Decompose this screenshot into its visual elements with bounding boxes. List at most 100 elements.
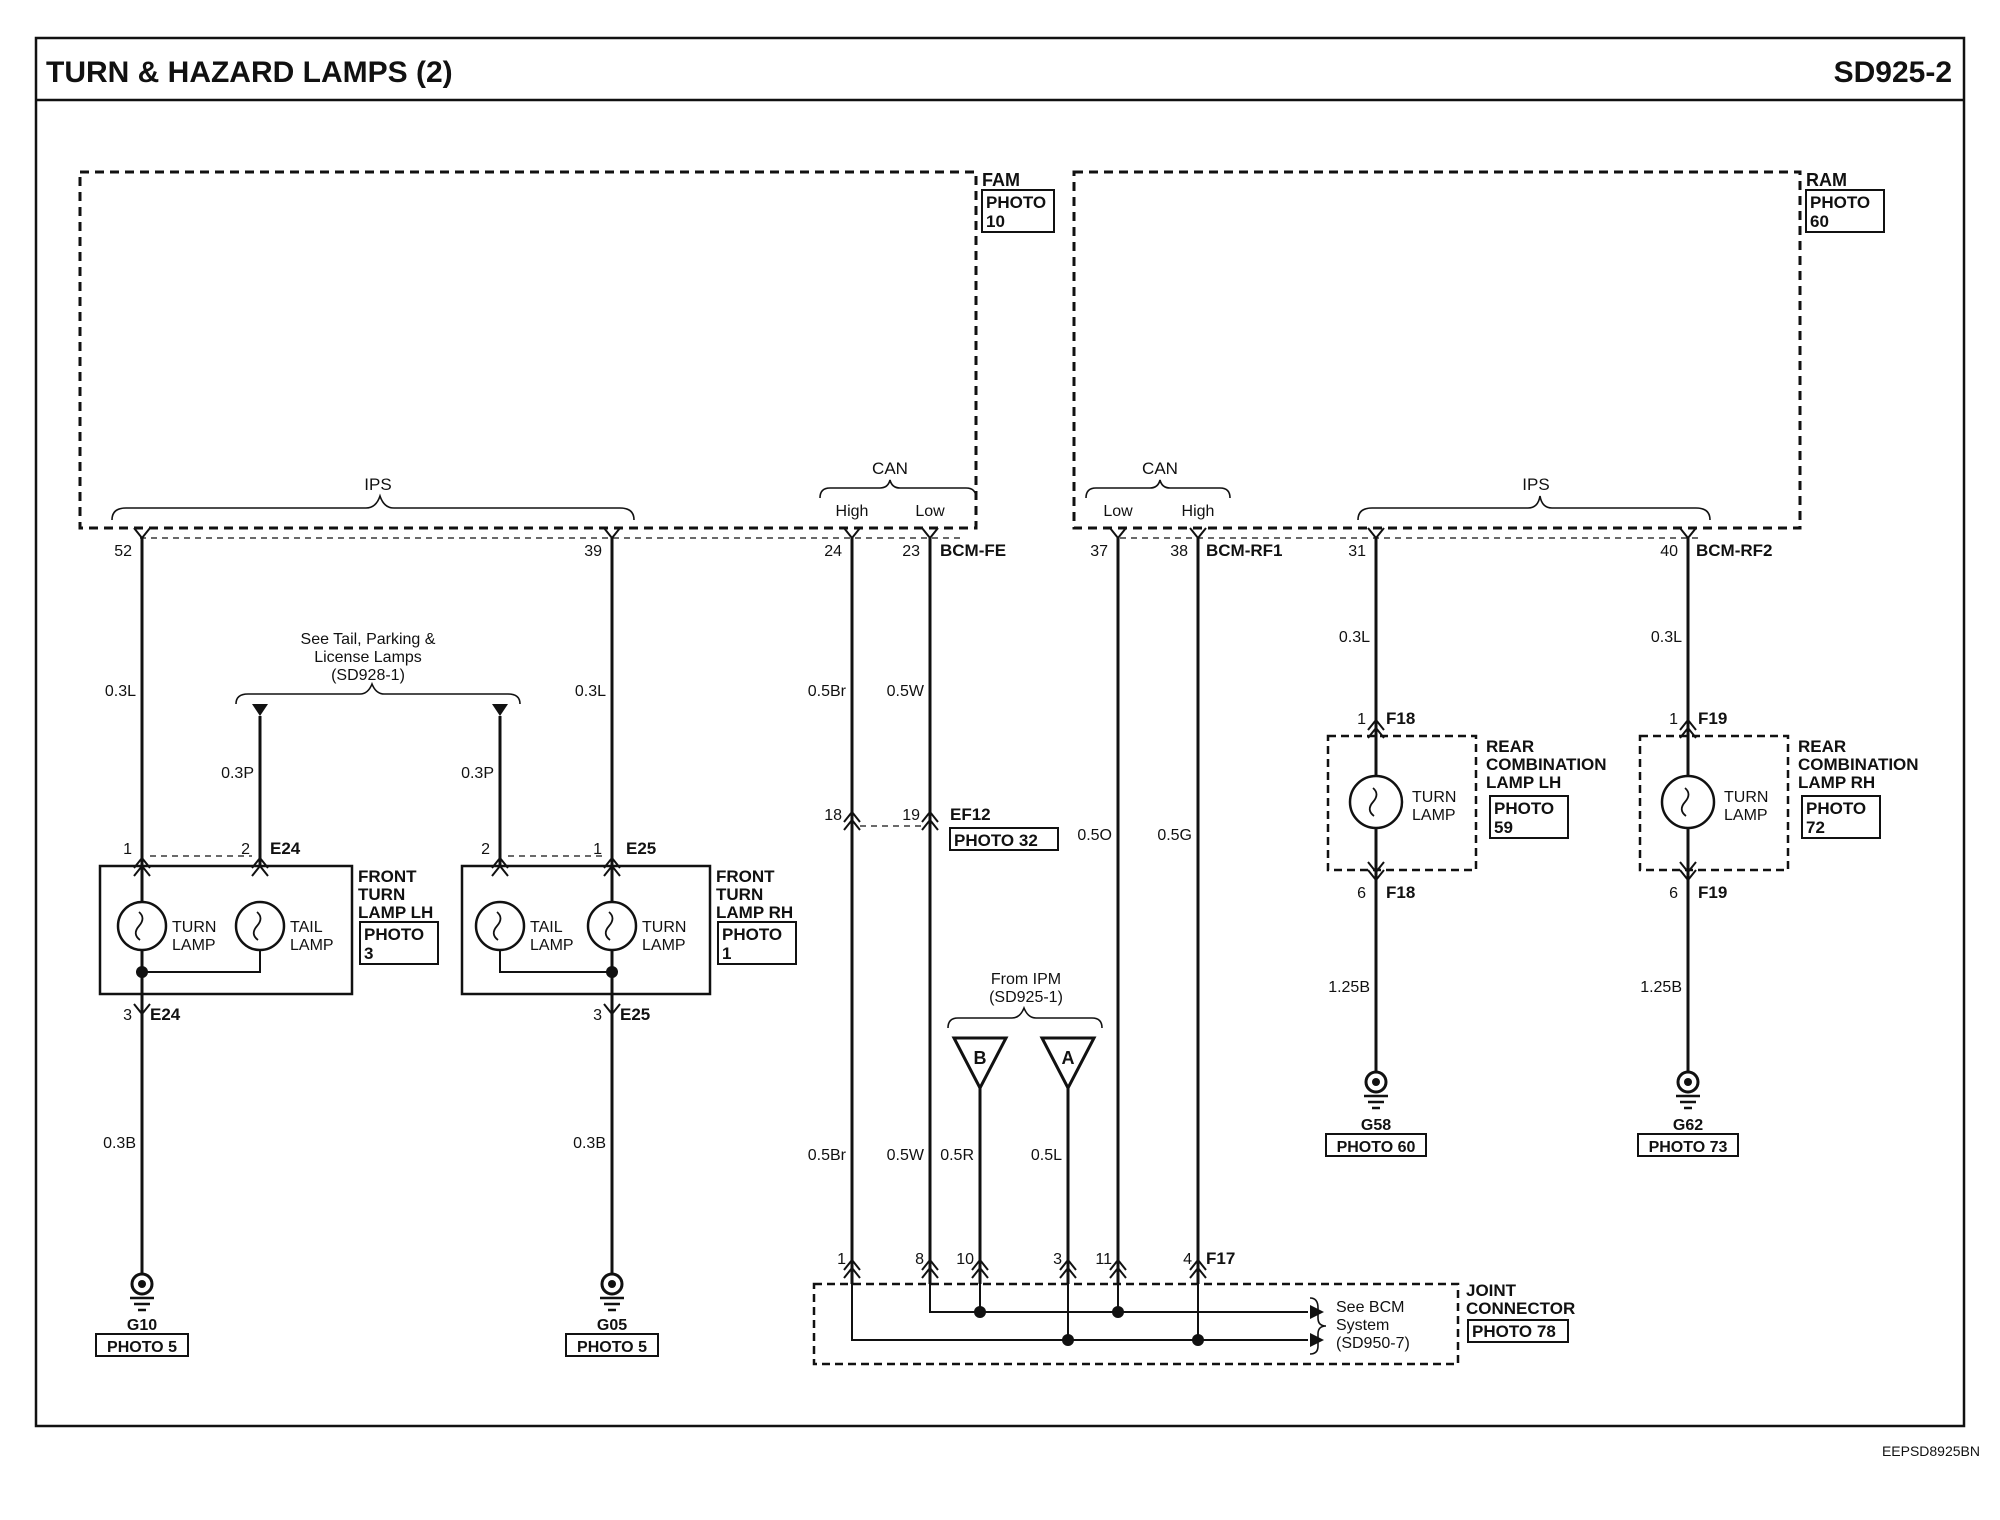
diagram-label: LAMP	[290, 937, 334, 954]
ram-photo-box: PHOTO 60	[1805, 189, 1885, 233]
diagram-path	[603, 856, 621, 869]
diagram-label: System	[1336, 1317, 1389, 1334]
diagram-label: LAMP	[642, 937, 686, 954]
diagram-label: 2	[481, 841, 490, 858]
front-turn-lamp-lh: TURN LAMP TAIL LAMP FRONT TURN LAMP LH P…	[98, 864, 439, 1004]
diagram-path	[133, 527, 151, 540]
diagram-path	[251, 864, 269, 877]
ground-g58: G58 PHOTO 60	[1325, 1070, 1427, 1157]
diagram-label: See Tail, Parking &	[301, 631, 436, 648]
diagram-label: G58	[1361, 1117, 1391, 1134]
joint-connector: See BCM System (SD950-7) JOINT CONNECTOR…	[812, 1281, 1575, 1366]
diagram-path	[1679, 726, 1697, 739]
diagram-path	[921, 818, 939, 831]
diagram-path	[1059, 1258, 1077, 1271]
diagram-path	[603, 527, 621, 540]
diagram-label: 1	[722, 944, 731, 963]
diagram-label: TURN	[716, 885, 763, 904]
module-boxes	[78, 170, 1802, 530]
diagram-rect	[95, 1333, 189, 1357]
diagram-path	[1309, 1297, 1327, 1355]
diagram-label: E24	[150, 1005, 181, 1024]
diagram-label: E25	[620, 1005, 650, 1024]
diagram-group	[974, 1305, 1324, 1347]
diagram-label: 6	[1357, 885, 1366, 902]
diagram-label: 4	[1183, 1251, 1192, 1268]
diagram-label: 0.5G	[1157, 827, 1192, 844]
diagram-label: TAIL	[530, 919, 563, 936]
diagram-path	[1367, 527, 1385, 540]
diagram-label: 24	[824, 543, 842, 560]
diagram-label: TURN	[1724, 789, 1768, 806]
diagram-circle	[608, 1280, 616, 1288]
diagram-label: PHOTO 32	[954, 831, 1038, 850]
diagram-path	[604, 911, 614, 941]
ram-label: RAM	[1806, 170, 1847, 190]
diagram-path	[1109, 1266, 1127, 1279]
diagram-circle	[234, 900, 286, 952]
diagram-label: PHOTO	[986, 193, 1046, 212]
diagram-label: PHOTO	[1806, 799, 1866, 818]
diagram-path	[843, 527, 861, 540]
diagram-rect	[717, 921, 797, 965]
diagram-label: 10	[986, 212, 1005, 231]
diagram-polyline	[499, 950, 612, 973]
diagram-circle	[138, 1280, 146, 1288]
ef12-dash	[150, 825, 922, 857]
diagram-label: 0.5O	[1077, 827, 1112, 844]
diagram-rect	[981, 189, 1055, 233]
diagram-polyline	[142, 950, 261, 973]
diagram-label: 40	[1660, 543, 1678, 560]
diagram-rect	[78, 170, 978, 530]
diagram-circle	[474, 900, 526, 952]
diagram-polygon	[1310, 1333, 1324, 1347]
diagram-label: License Lamps	[314, 649, 422, 666]
diagram-label: (SD928-1)	[331, 667, 405, 684]
diagram-label: 1	[1357, 711, 1366, 728]
diagram-label: 0.3L	[105, 683, 136, 700]
ef12-photo-box: PHOTO 32	[949, 827, 1059, 851]
diagram-path	[1367, 718, 1385, 731]
triangle-b: B	[951, 1036, 1009, 1092]
diagram-circle	[136, 966, 148, 978]
diagram-label: F18	[1386, 709, 1415, 728]
diagram-label: 19	[902, 807, 920, 824]
fam-can-low: Low	[915, 503, 945, 520]
fam-can-high: High	[836, 503, 869, 520]
diagram-label: FRONT	[358, 867, 417, 886]
ground-g62: G62 PHOTO 73	[1637, 1070, 1739, 1157]
diagram-path	[843, 818, 861, 831]
wire-labels: 0.3L 0.3L 0.5Br 0.5W 0.5O 0.5G 0.3L 0.3L…	[103, 629, 1682, 1164]
diagram-circle	[1372, 1078, 1380, 1086]
diagram-label: PHOTO	[1810, 193, 1870, 212]
diagram-label: 72	[1806, 818, 1825, 837]
diagram-path	[1109, 527, 1127, 540]
diagram-label: A	[1062, 1048, 1075, 1068]
diagram-label: 0.5W	[887, 683, 925, 700]
connector-bcm-rf1: BCM-RF1	[1206, 541, 1283, 560]
diagram-label: 39	[584, 543, 602, 560]
diagram-label: COMBINATION	[1486, 755, 1607, 774]
diagram-label: 0.5W	[887, 1147, 925, 1164]
diagram-circle	[1062, 1334, 1074, 1346]
diagram-label: G05	[597, 1317, 627, 1334]
diagram-path	[1367, 726, 1385, 739]
diagram-label: 11	[1095, 1251, 1112, 1268]
ram-can-low: Low	[1103, 503, 1133, 520]
diagram-rect	[98, 864, 354, 996]
diagram-label: F17	[1206, 1249, 1235, 1268]
diagram-rect	[1489, 795, 1569, 839]
diagram-label: PHOTO	[1494, 799, 1554, 818]
diagram-label: JOINT	[1466, 1281, 1517, 1300]
diagram-rect	[359, 921, 439, 965]
diagram-label: REAR	[1486, 737, 1534, 756]
diagram-label: 52	[114, 543, 132, 560]
diagram-label: 0.3B	[573, 1135, 606, 1152]
diagram-circle	[1192, 1334, 1204, 1346]
diagram-rect	[1072, 170, 1802, 530]
pin-numbers: 52 39 24 23 37 38 31 40 1 2 2 1 3 3 18 1…	[114, 543, 1678, 1268]
diagram-label: 1	[1669, 711, 1678, 728]
diagram-label: LAMP LH	[358, 903, 433, 922]
diagram-circle	[1660, 774, 1716, 830]
diagram-label: F19	[1698, 883, 1727, 902]
